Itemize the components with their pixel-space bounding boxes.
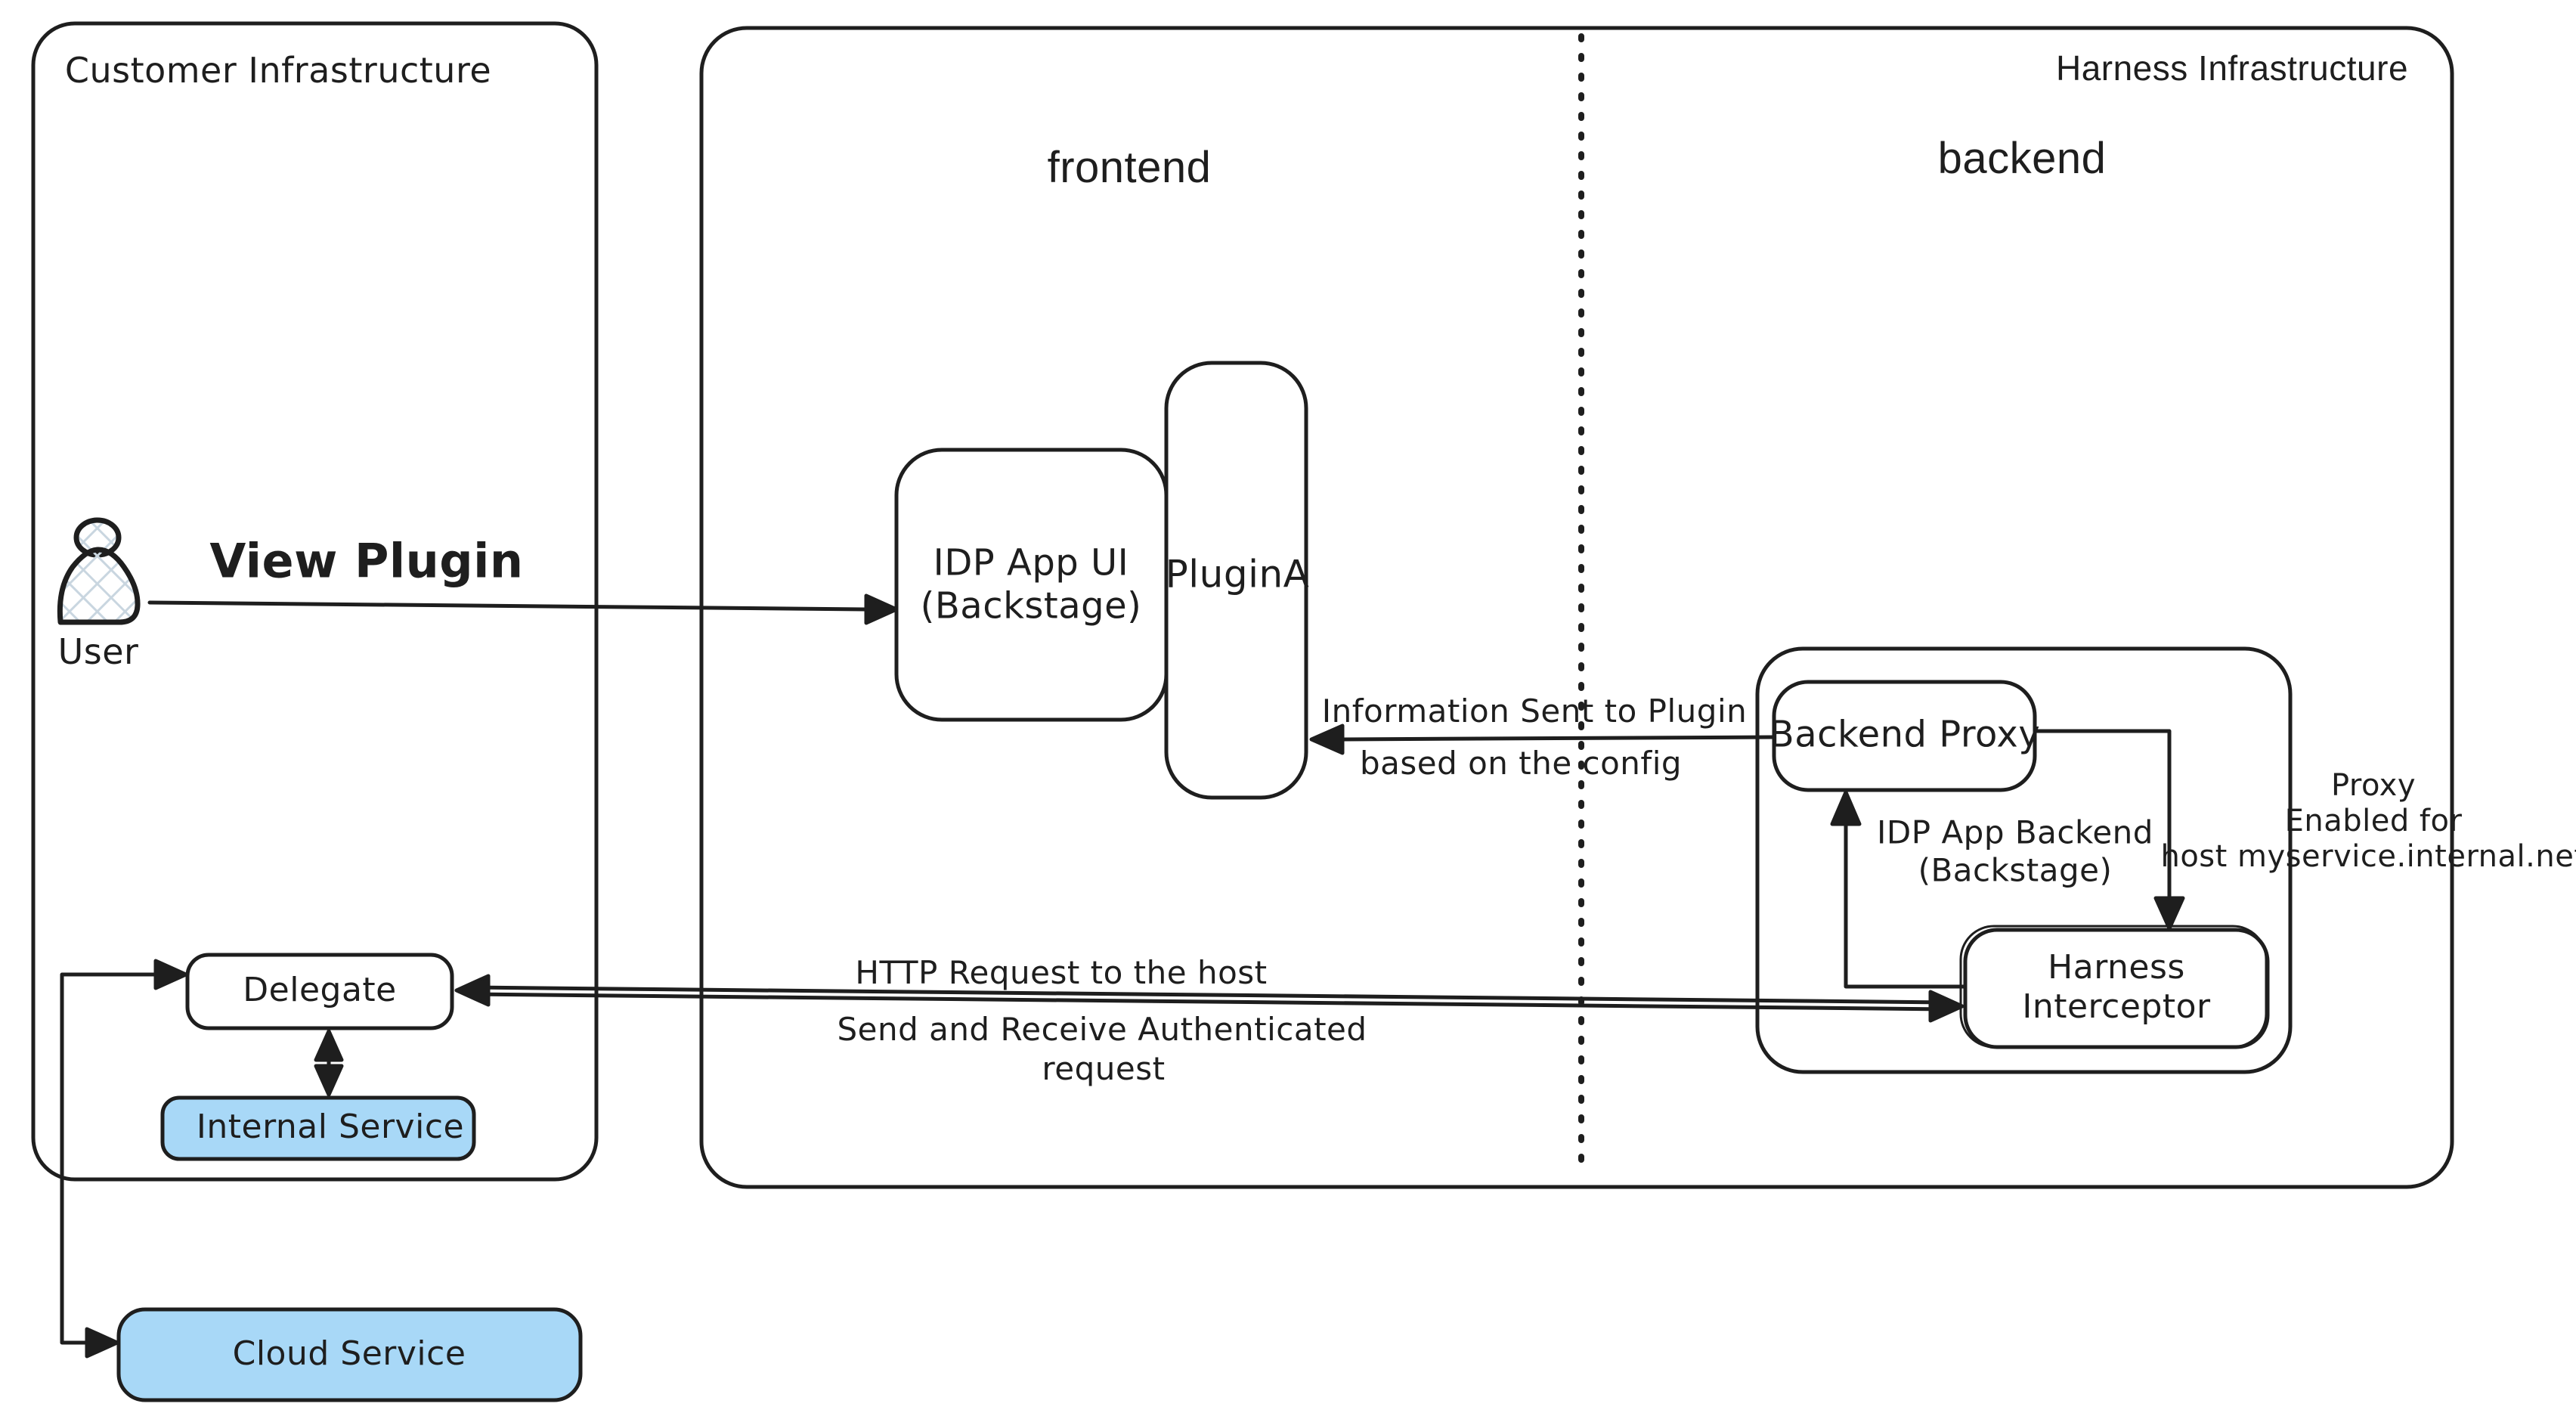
delegate-cloud-loop-arrow [60,959,188,1359]
delegate-internal-arrow [314,1029,344,1097]
idp-app-ui-label: IDP App UI (Backstage) [921,541,1142,627]
user-person-icon [57,517,141,625]
idp-app-ui-line1: IDP App UI [933,541,1129,584]
info-sent-line1: Information Sent to Plugin [1321,693,1748,730]
harness-interceptor-line2: Interceptor [2022,987,2211,1026]
proxy-enabled-label: Proxy Enabled for host myservice.interna… [2160,768,2576,875]
proxy-enabled-line1: Proxy [2330,768,2417,804]
frontend-title: frontend [1047,142,1212,192]
harness-interceptor-label: Harness Interceptor [2022,948,2210,1027]
idp-app-backend-box [1755,646,2293,1074]
info-sent-arrow [1309,723,1776,755]
http-request-line3: request [1042,1050,1166,1088]
cloud-service-box [116,1307,583,1402]
info-sent-line2: based on the config [1359,745,1683,782]
view-plugin-arrow [147,593,899,625]
idp-app-backend-line2: (Backstage) [1918,851,2113,888]
customer-infrastructure-box [31,21,599,1182]
backend-title: backend [1937,133,2107,183]
idp-app-backend-line1: IDP App Backend [1877,813,2153,851]
interceptor-to-proxy-arrow [1830,790,1968,989]
proxy-enabled-line3: host myservice.internal.net [2160,839,2576,875]
proxy-enabled-line2: Enabled for [2284,804,2463,839]
user-label: User [57,631,139,672]
internal-service-box [160,1095,476,1161]
harness-interceptor-line1: Harness [2048,948,2185,987]
http-request-double-arrow [454,974,1965,1023]
plugin-a-box [1164,361,1308,800]
http-request-line2: Send and Receive Authenticated [837,1011,1367,1049]
delegate-label: Delegate [243,971,397,1010]
harness-infrastructure-title: Harness Infrastructure [2055,48,2409,88]
proxy-to-interceptor-arrow [2033,729,2185,931]
customer-infrastructure-title: Customer Infrastructure [64,49,492,91]
plugin-a-label: PluginA [1165,552,1310,596]
backend-proxy-label: Backend Proxy [1769,713,2041,756]
idp-app-backend-label: IDP App Backend (Backstage) [1877,813,2153,888]
idp-app-ui-line2: (Backstage) [920,584,1142,627]
internal-service-label: Internal Service [196,1108,465,1147]
view-plugin-label: View Plugin [209,533,524,589]
cloud-service-label: Cloud Service [232,1334,466,1374]
http-request-line1: HTTP Request to the host [855,954,1268,992]
delegate-box [185,953,454,1030]
